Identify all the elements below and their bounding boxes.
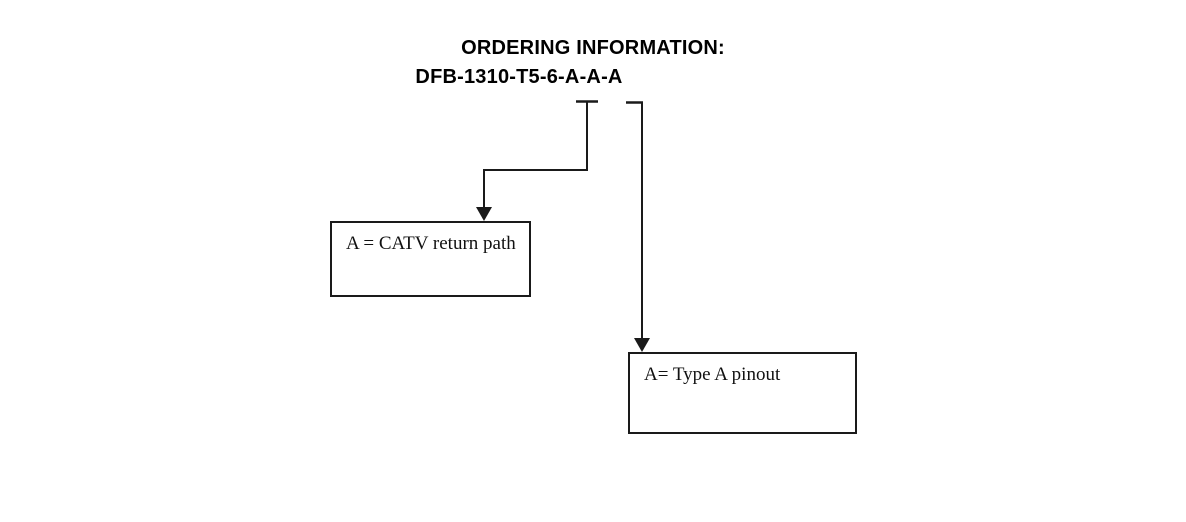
callout-box-catv-return-path-label: A = CATV return path <box>346 233 516 254</box>
arrowhead-icon <box>476 207 492 221</box>
callout-box-type-a-pinout-label: A= Type A pinout <box>644 364 781 385</box>
callout-box-type-a-pinout: A= Type A pinout <box>628 352 857 434</box>
connector-type-a-pinout <box>626 101 650 352</box>
connector-catv-return-path <box>476 100 598 221</box>
callout-box-catv-return-path: A = CATV return path <box>330 221 531 297</box>
arrowhead-icon <box>634 338 650 352</box>
